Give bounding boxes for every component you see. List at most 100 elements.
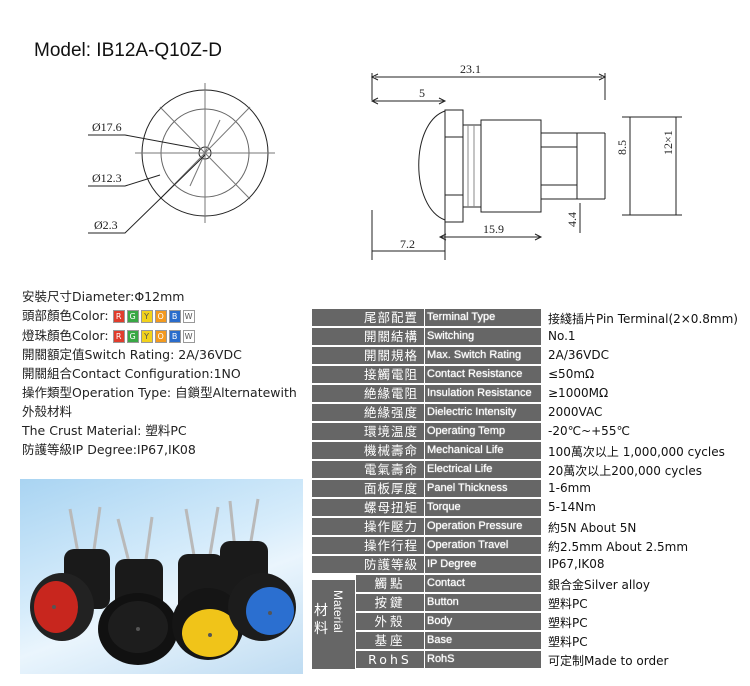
material-header: 材料 Material <box>312 580 355 669</box>
row-value: 1-6mm <box>548 481 591 495</box>
row-label-en: Button <box>425 594 541 611</box>
row-value: 約2.5mm About 2.5mm <box>548 540 689 554</box>
product-photo-svg <box>30 498 296 665</box>
row-label-cn: 外殼 <box>356 613 424 630</box>
row-label-cn: 電氣壽命 <box>312 461 424 478</box>
row-value: 接綫插片Pin Terminal(2×0.8mm) <box>548 312 738 326</box>
row-value: 100萬次以上 1,000,000 cycles <box>548 445 725 459</box>
lamp-swatch-y: Y <box>140 330 153 343</box>
housing <box>480 119 542 213</box>
lamp-swatch-w: W <box>182 330 195 343</box>
row-label-cn: 環境温度 <box>312 423 424 440</box>
row-label-en: Terminal Type <box>425 309 541 326</box>
row-label-cn: 觸點 <box>356 575 424 592</box>
row-label-en: Body <box>425 613 541 630</box>
row-value: 銀合金Silver alloy <box>548 578 650 592</box>
row-label-en: RohS <box>425 651 541 668</box>
dim-front-outer: Ø17.6 <box>92 120 122 134</box>
row-label-en: Contact Resistance <box>425 366 541 383</box>
lamp-swatch-r: R <box>112 330 125 343</box>
row-value: 2000VAC <box>548 405 603 419</box>
lamp-swatch-o: O <box>154 330 167 343</box>
terminal-pins <box>540 132 578 200</box>
head-swatch-b: B <box>168 310 181 323</box>
lamp-swatch-b: B <box>168 330 181 343</box>
row-value: ≥1000MΩ <box>548 386 609 400</box>
row-label-cn: RohS <box>356 651 424 668</box>
row-label-en: Operation Travel <box>425 537 541 554</box>
row-label-en: IP Degree <box>425 556 541 573</box>
head-swatch-o: O <box>154 310 167 323</box>
dim-total-length: 23.1 <box>460 62 481 76</box>
head-swatch-w: W <box>182 310 195 323</box>
row-label-cn: 按鍵 <box>356 594 424 611</box>
head-swatch-g: G <box>126 310 139 323</box>
technical-drawing: Ø17.6 Ø12.3 Ø2.3 23.1 5 8.5 12×1 4.4 15.… <box>88 62 682 260</box>
row-value: 塑料PC <box>548 597 588 611</box>
spec-crust: The Crust Material: 塑料PC <box>22 423 187 438</box>
dim-cap-height: 5 <box>419 86 425 100</box>
row-label-en: Dielectric Intensity <box>425 404 541 421</box>
row-value: 塑料PC <box>548 635 588 649</box>
dim-body-len: 15.9 <box>483 222 504 236</box>
row-label-en: Electrical Life <box>425 461 541 478</box>
row-label-en: Panel Thickness <box>425 480 541 497</box>
dim-pin-width: 8.5 <box>615 140 629 155</box>
row-label-cn: 基座 <box>356 632 424 649</box>
row-value: -20℃~+55℃ <box>548 424 630 438</box>
spec-rating: 開關額定值Switch Rating: 2A/36VDC <box>22 347 242 362</box>
row-label-en: Torque <box>425 499 541 516</box>
row-value: 2A/36VDC <box>548 348 609 362</box>
row-label-cn: 面板厚度 <box>312 480 424 497</box>
row-value: 塑料PC <box>548 616 588 630</box>
head-swatch-y: Y <box>140 310 153 323</box>
dim-front-inner: Ø2.3 <box>94 218 118 232</box>
row-label-cn: 操作壓力 <box>312 518 424 535</box>
row-value: 5-14Nm <box>548 500 596 514</box>
row-label-cn: 尾部配置 <box>312 309 424 326</box>
dim-thread: 12×1 <box>661 130 675 155</box>
row-label-en: Mechanical Life <box>425 442 541 459</box>
spec-shell: 外殼材料 <box>22 404 73 419</box>
row-label-cn: 開關結構 <box>312 328 424 345</box>
row-value: 約5N About 5N <box>548 521 637 535</box>
product-photo <box>20 479 303 674</box>
row-label-cn: 機械壽命 <box>312 442 424 459</box>
row-value: No.1 <box>548 329 576 343</box>
head-swatch-r: R <box>112 310 125 323</box>
row-label-en: Max. Switch Rating <box>425 347 541 364</box>
row-label-cn: 螺母扭矩 <box>312 499 424 516</box>
nut <box>444 109 464 223</box>
row-label-en: Insulation Resistance <box>425 385 541 402</box>
lamp-swatch-g: G <box>126 330 139 343</box>
cap-shape <box>418 110 446 221</box>
spec-config: 開關組合Contact Configuration:1NO <box>22 366 241 381</box>
row-label-cn: 絶緣强度 <box>312 404 424 421</box>
lamp-color-label: 燈珠顏色Color: <box>22 328 109 343</box>
row-label-cn: 接觸電阻 <box>312 366 424 383</box>
dim-pin-thick: 4.4 <box>565 212 579 227</box>
thread-body <box>462 124 482 208</box>
head-color-label: 頭部顏色Color: <box>22 308 109 323</box>
row-value: 可定制Made to order <box>548 654 669 668</box>
row-label-cn: 開關規格 <box>312 347 424 364</box>
dim-front-mid: Ø12.3 <box>92 171 122 185</box>
row-label-cn: 絶緣電阻 <box>312 385 424 402</box>
dim-cap-len: 7.2 <box>400 237 415 251</box>
material-cn: 材料 <box>314 603 328 637</box>
row-label-cn: 操作行程 <box>312 537 424 554</box>
row-label-cn: 防護等級 <box>312 556 424 573</box>
model-title: Model: IB12A-Q10Z-D <box>34 40 222 61</box>
row-value: 20萬次以上200,000 cycles <box>548 464 702 478</box>
material-en: Material <box>331 590 345 633</box>
row-value: IP67,IK08 <box>548 557 605 571</box>
row-label-en: Switching <box>425 328 541 345</box>
spec-diameter: 安裝尺寸Diameter:Φ12mm <box>22 289 185 304</box>
row-label-en: Base <box>425 632 541 649</box>
row-value: ≤50mΩ <box>548 367 595 381</box>
row-label-en: Operation Pressure <box>425 518 541 535</box>
